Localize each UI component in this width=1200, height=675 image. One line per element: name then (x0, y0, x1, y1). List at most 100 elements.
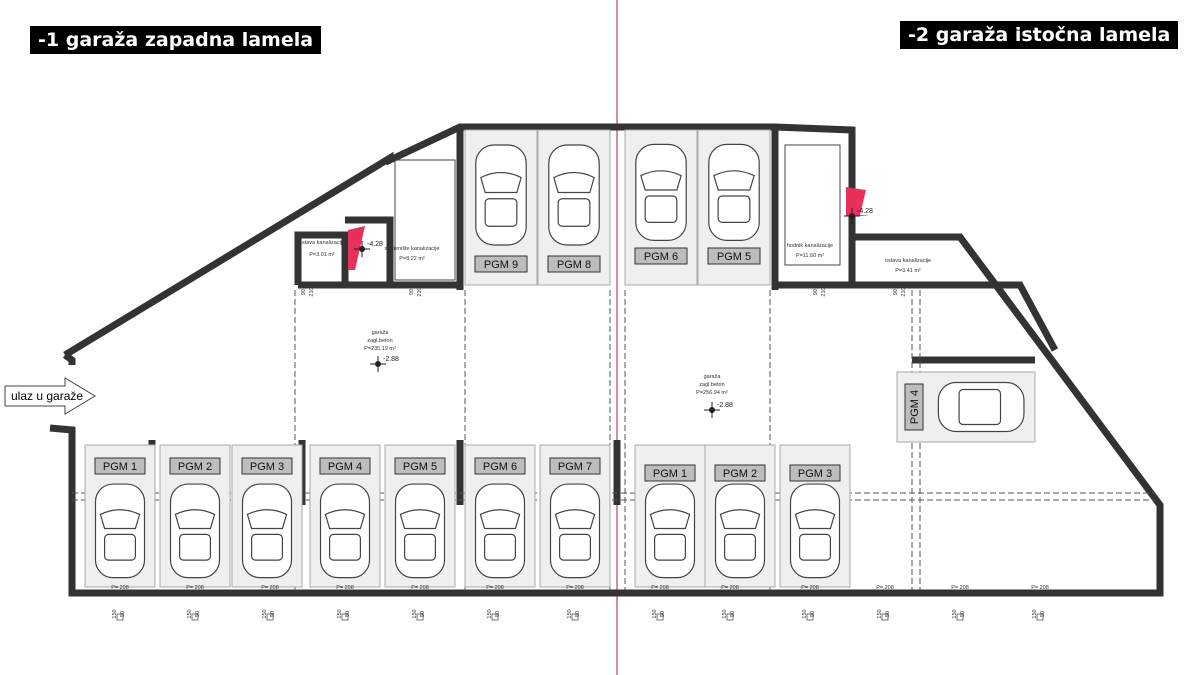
spot-label-box (394, 457, 446, 475)
spot-label: PGM 2 (178, 461, 212, 473)
window-marker (806, 613, 814, 621)
door-height: 210 (417, 287, 423, 296)
car-icon (475, 144, 527, 246)
spot-label: PGM 1 (653, 468, 687, 480)
window-marker (491, 613, 499, 621)
door-width: 90 (893, 289, 899, 295)
window-marker (116, 613, 124, 621)
window-marker (956, 613, 964, 621)
car-icon (94, 483, 146, 579)
spot-label-box (904, 383, 924, 431)
window-dim: 150 (487, 609, 493, 618)
level-marker: -2.88 (704, 402, 733, 418)
level-marker: -2.88 (370, 356, 399, 372)
parking-spot[interactable]: PGM 4 (896, 371, 1036, 443)
car-icon (241, 483, 293, 579)
window-dim: 150 (722, 609, 728, 618)
window-dim: 150 (567, 609, 573, 618)
parking-spot[interactable]: PGM 9 (464, 129, 538, 286)
parking-spot[interactable]: PGM 1 (634, 444, 706, 588)
spot-label: PGM 6 (644, 251, 678, 263)
walls (49, 123, 1164, 597)
window-dim: 150 (262, 609, 268, 618)
spot-label: PGM 1 (103, 461, 137, 473)
parking-spot[interactable]: PGM 4 (309, 444, 381, 588)
car-icon (394, 483, 446, 579)
window-dim: 150 (877, 609, 883, 618)
door-width: 90 (301, 289, 307, 295)
room-area: P=11.60 m² (796, 253, 824, 259)
window-label: P= 208 (876, 585, 894, 591)
plan-text: zagl.beton (699, 382, 724, 388)
parking-spot[interactable]: PGM 2 (704, 444, 776, 588)
car-icon (937, 381, 1025, 433)
level-value: -2.88 (717, 402, 733, 409)
window-dim: 150 (652, 609, 658, 618)
plan-text: ostava kanalizacije (299, 240, 345, 246)
spot-label: PGM 8 (557, 259, 591, 271)
window-label: P= 208 (411, 585, 429, 591)
window-label: P= 208 (721, 585, 739, 591)
parking-spot[interactable]: PGM 5 (384, 444, 456, 588)
stairs (394, 144, 841, 281)
window-label: P= 208 (801, 585, 819, 591)
parking-spot[interactable]: PGM 5 (697, 129, 771, 286)
spot-label-box (474, 457, 526, 475)
garage-name: garaža (372, 330, 390, 336)
parking-spot[interactable]: PGM 3 (231, 444, 303, 588)
spot-label: PGM 3 (798, 468, 832, 480)
spot-label: PGM 4 (909, 390, 921, 424)
window-marker (416, 613, 424, 621)
window-label: P= 208 (186, 585, 204, 591)
east-title: -2 garaža istočna lamela (900, 21, 1179, 49)
parking-spot[interactable]: PGM 6 (464, 444, 536, 588)
spot-label: PGM 4 (328, 461, 362, 473)
level-value: -4.28 (857, 208, 873, 215)
window-marker (881, 613, 889, 621)
window-label: P= 208 (566, 585, 584, 591)
window-marker (266, 613, 274, 621)
car-icon (549, 483, 601, 579)
car-icon (474, 483, 526, 579)
window-dim: 150 (187, 609, 193, 618)
spot-label: PGM 5 (717, 251, 751, 263)
entrance-arrow: ulaz u garaže (4, 377, 96, 415)
spot-label: PGM 6 (483, 461, 517, 473)
window-label: P= 208 (951, 585, 969, 591)
parking-spot[interactable]: PGM 8 (537, 129, 611, 286)
parking-spot[interactable]: PGM 2 (159, 444, 231, 588)
garage-name: garaža (704, 374, 722, 380)
window-label: P= 208 (1031, 585, 1049, 591)
garage-area: P=235.19 m² (364, 346, 396, 352)
plan-text: zagl.beton (367, 338, 392, 344)
west-title: -1 garaža zapadna lamela (30, 26, 322, 54)
spot-label-box (319, 457, 371, 475)
window-label: P= 208 (336, 585, 354, 591)
window-marker (191, 613, 199, 621)
parking-spot[interactable]: PGM 6 (624, 129, 698, 286)
spot-label-box (549, 457, 601, 475)
spot-label-box (707, 247, 761, 265)
spot-label: PGM 7 (558, 461, 592, 473)
spot-label-box (644, 464, 696, 482)
spot-label: PGM 9 (484, 259, 518, 271)
window-dim: 150 (1032, 609, 1038, 618)
car-icon (169, 483, 221, 579)
window-marker (656, 613, 664, 621)
window-marker (341, 613, 349, 621)
car-icon (644, 483, 696, 579)
spot-label-box (241, 457, 293, 475)
spot-label-box (547, 255, 601, 273)
window-marker (571, 613, 579, 621)
room-area: P=3.01 m² (309, 252, 335, 258)
spot-label: PGM 5 (403, 461, 437, 473)
door-width: 90 (813, 289, 819, 295)
parking-spot[interactable]: PGM 3 (779, 444, 851, 588)
window-marker (726, 613, 734, 621)
parking-spot[interactable]: PGM 7 (539, 444, 611, 588)
car-icon (789, 483, 841, 579)
car-icon (708, 143, 760, 241)
door-height: 210 (309, 287, 315, 296)
parking-spot[interactable]: PGM 1 (84, 444, 156, 588)
